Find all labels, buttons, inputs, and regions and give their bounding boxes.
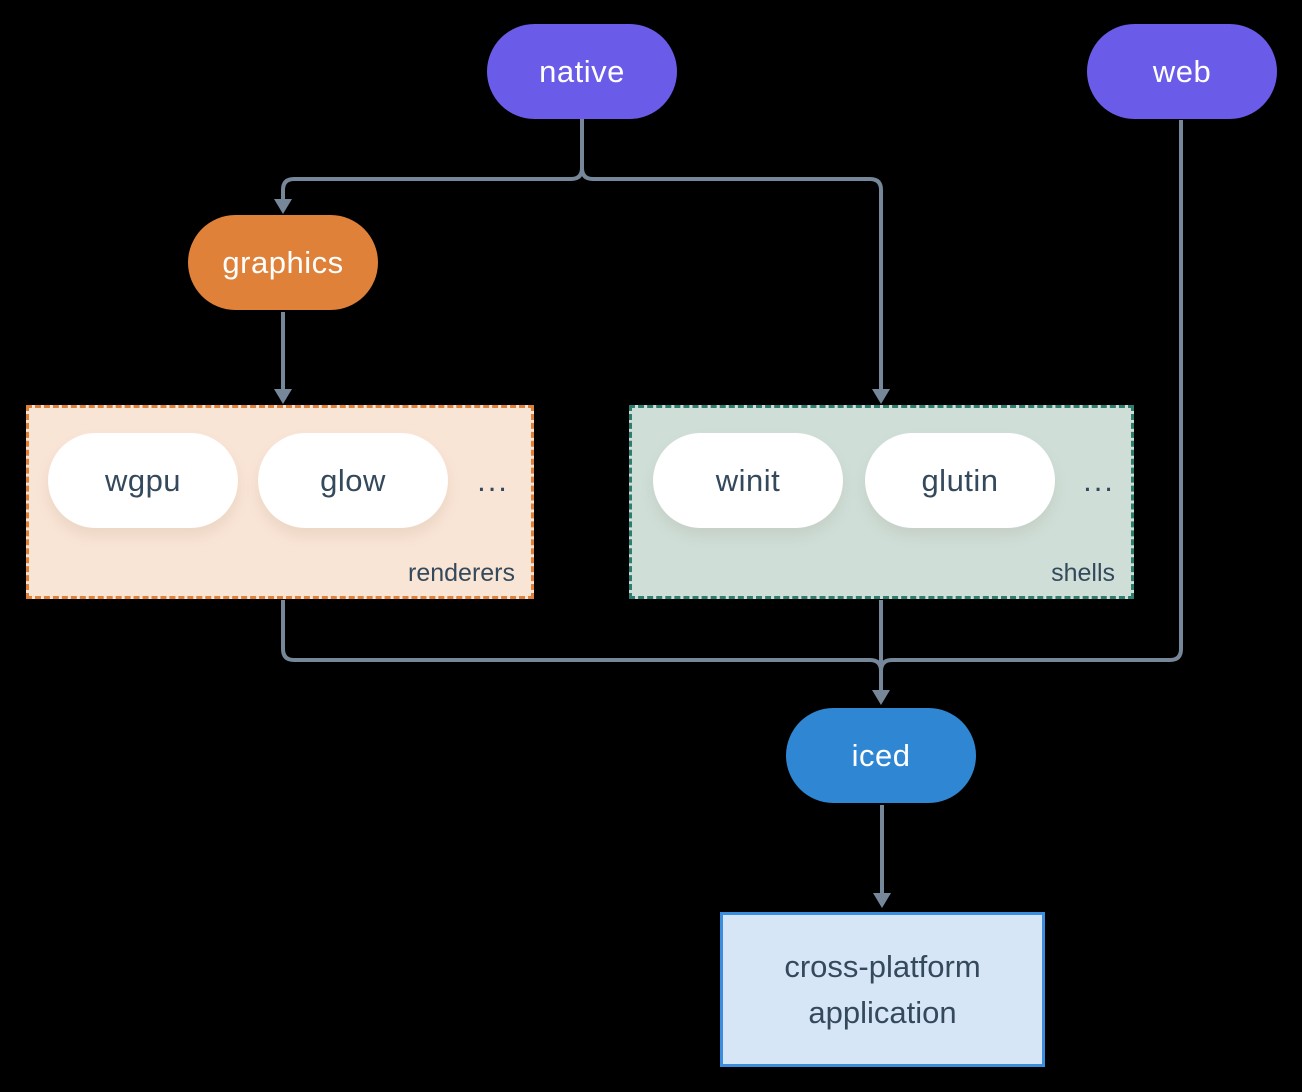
node-winit: winit	[653, 433, 843, 528]
renderers-ellipsis: ...	[477, 462, 509, 498]
arrowhead-application	[873, 893, 891, 908]
arrowhead-graphics	[274, 199, 292, 214]
group-renderers: wgpu glow ... renderers	[26, 405, 534, 599]
node-glutin: glutin	[865, 433, 1055, 528]
node-graphics: graphics	[188, 215, 378, 310]
edge-native-shells	[580, 119, 890, 404]
group-shells: winit glutin ... shells	[629, 405, 1134, 599]
node-application: cross-platform application	[720, 912, 1045, 1067]
renderers-label: renderers	[408, 559, 515, 587]
edge-graphics-renderers	[274, 312, 292, 404]
node-wgpu: wgpu	[48, 433, 238, 528]
shells-label: shells	[1051, 559, 1115, 587]
arrowhead-renderers	[274, 389, 292, 404]
node-glow: glow	[258, 433, 448, 528]
shells-ellipsis: ...	[1083, 462, 1115, 498]
edge-native-graphics	[274, 119, 584, 214]
arrowhead-iced	[872, 690, 890, 705]
node-native: native	[487, 24, 677, 119]
edge-web-iced	[879, 120, 1183, 688]
edge-shells-iced	[872, 600, 890, 705]
arrowhead-shells	[872, 389, 890, 404]
application-label-line1: cross-platform	[784, 948, 981, 984]
node-web: web	[1087, 24, 1277, 119]
node-iced: iced	[786, 708, 976, 803]
edge-iced-application	[873, 805, 891, 908]
edge-renderers-iced	[281, 600, 883, 688]
application-label-line2: application	[808, 994, 957, 1030]
